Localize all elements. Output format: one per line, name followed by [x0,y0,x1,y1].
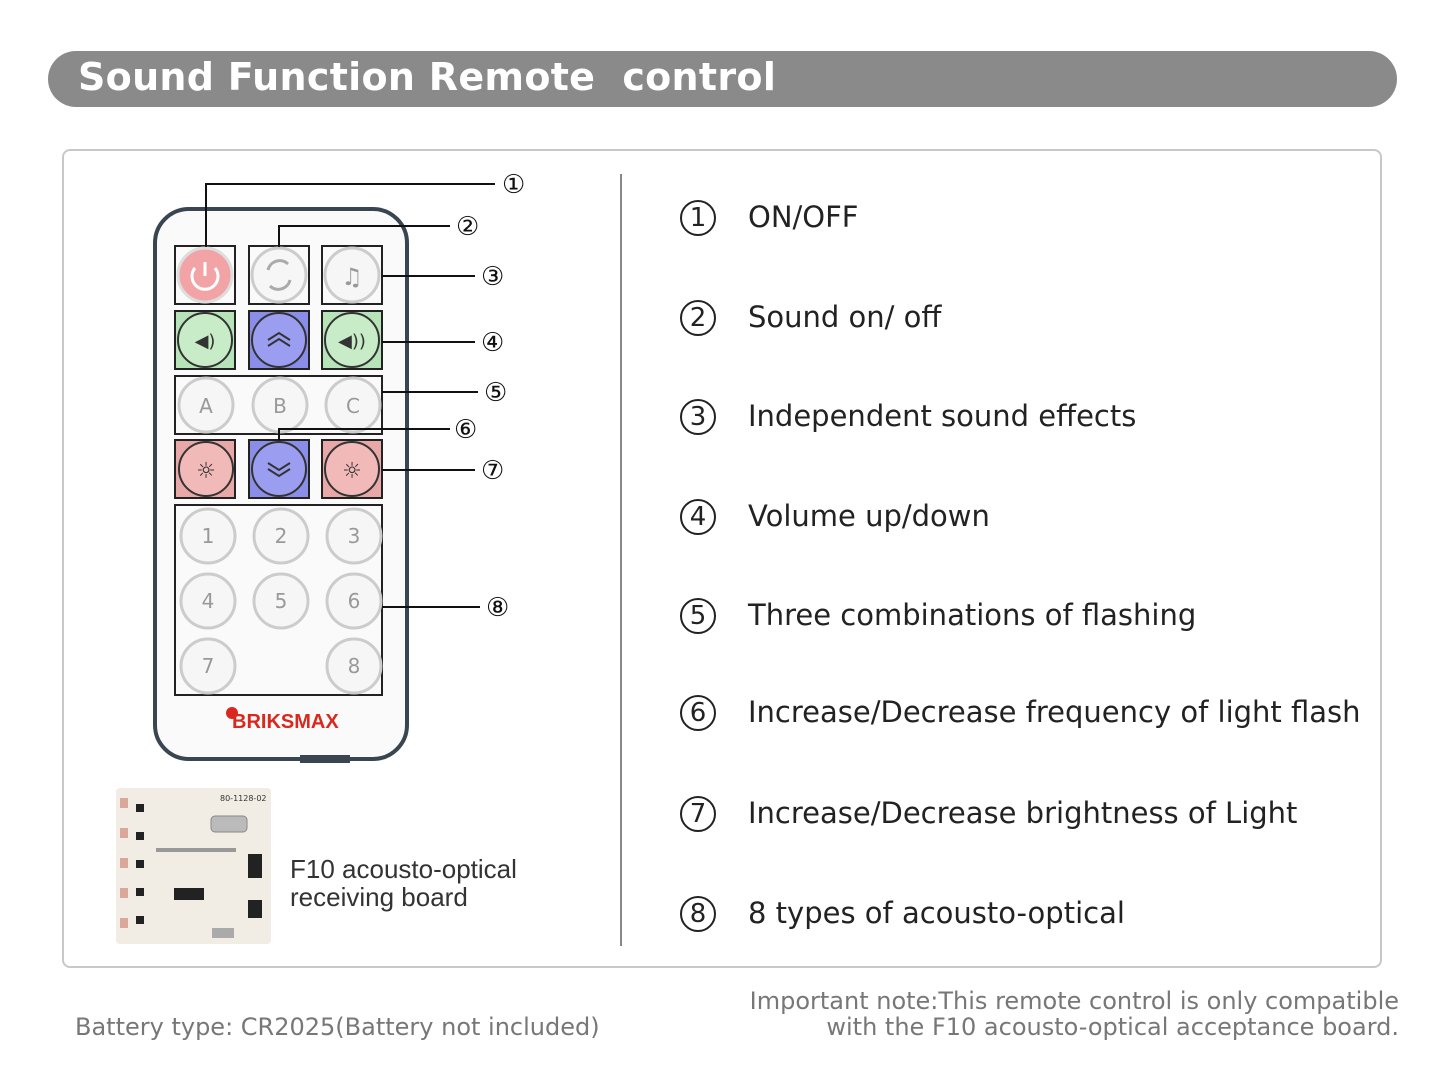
volume-low-icon: ◀) [195,331,216,352]
brand-logo: BRIKSMAX [232,711,339,733]
content-panel [62,149,1382,968]
board-chip-text: 80-1128-02 [220,794,267,803]
double-chevron-up-icon [267,331,291,347]
callout-numbers: ① ② ③ ④ ⑤ ⑥ ⑦ ⑧ [454,170,525,623]
button-b[interactable]: B [251,376,309,434]
button-b-label: B [273,394,287,418]
title-banner: Sound Function Remote control [48,51,1397,107]
refresh-icon [266,259,292,291]
number-1-label: 1 [202,524,215,548]
function-label: Increase/Decrease brightness of Light [748,796,1298,830]
number-2-label: 2 [275,524,288,548]
board-caption-line2: receiving board [290,882,468,912]
callout-3: ③ [481,262,504,292]
callout-5: ⑤ [484,378,507,408]
callout-2: ② [456,212,479,242]
number-5-label: 5 [275,589,288,613]
callout-8: ⑧ [486,593,509,623]
callout-6: ⑥ [454,415,477,445]
remote-clip [300,755,350,763]
function-number: 6 [680,695,716,731]
volume-down-button[interactable]: ◀) [177,312,233,368]
callout-lines [205,183,495,608]
brightness-down-button[interactable]: ☼ [178,441,234,497]
panel-divider [620,174,622,946]
power-button[interactable] [176,246,234,304]
number-button-7[interactable]: 7 [179,637,237,695]
function-number: 8 [680,896,716,932]
number-button-2[interactable]: 2 [252,507,310,565]
button-a-label: A [199,394,213,418]
sound-toggle-button[interactable] [250,246,308,304]
function-label: ON/OFF [748,200,859,234]
function-number: 4 [680,499,716,535]
bulb-icon [226,707,238,719]
function-number: 2 [680,300,716,336]
number-button-3[interactable]: 3 [325,507,383,565]
power-icon [190,267,220,291]
function-label: 8 types of acousto-optical [748,896,1125,930]
function-label: Three combinations of flashing [748,598,1197,632]
frequency-up-button[interactable] [251,312,307,368]
number-button-1[interactable]: 1 [179,507,237,565]
sound-effects-button[interactable]: ♫ [323,246,381,304]
number-3-label: 3 [348,524,361,548]
callout-1: ① [502,170,525,200]
function-number: 5 [680,598,716,634]
board-caption-line1: F10 acousto-optical [290,854,517,884]
function-number: 7 [680,796,716,832]
compatibility-note-line2: with the F10 acousto-optical acceptance … [826,1013,1399,1041]
compatibility-note: Important note:This remote control is on… [750,988,1399,1040]
sun-icon: ☼ [196,459,216,484]
callout-7: ⑦ [481,456,504,486]
number-8-label: 8 [348,654,361,678]
function-label: Increase/Decrease frequency of light fla… [748,695,1361,729]
callout-4: ④ [481,328,504,358]
function-label: Volume up/down [748,499,990,533]
number-4-label: 4 [202,589,215,613]
sun-bright-icon: ☼ [342,459,362,484]
number-6-label: 6 [348,589,361,613]
function-label: Sound on/ off [748,300,942,334]
remote-illustration: ♫ ◀) ◀)) A B C ☼ ☼ [153,170,525,763]
function-number: 1 [680,200,716,236]
double-chevron-down-icon [267,462,291,478]
volume-up-button[interactable]: ◀)) [324,312,380,368]
number-button-5[interactable]: 5 [252,572,310,630]
number-button-4[interactable]: 4 [179,572,237,630]
compatibility-note-line1: Important note:This remote control is on… [749,987,1399,1015]
circuit-board-graphic: 80-1128-02 [116,788,271,944]
function-number: 3 [680,399,716,435]
number-button-8[interactable]: 8 [325,637,383,695]
frequency-down-button[interactable] [251,441,307,497]
music-note-icon: ♫ [341,263,363,291]
number-button-6[interactable]: 6 [325,572,383,630]
button-c[interactable]: C [324,376,382,434]
receiving-board-image: 80-1128-02 [116,788,271,944]
board-caption: F10 acousto-optical receiving board [290,855,517,911]
button-a[interactable]: A [177,376,235,434]
brightness-up-button[interactable]: ☼ [324,441,380,497]
volume-high-icon: ◀)) [338,331,366,352]
battery-note: Battery type: CR2025(Battery not include… [75,1013,600,1041]
number-7-label: 7 [202,654,215,678]
function-label: Independent sound effects [748,399,1137,433]
button-c-label: C [346,394,360,418]
page-title: Sound Function Remote control [78,55,777,99]
